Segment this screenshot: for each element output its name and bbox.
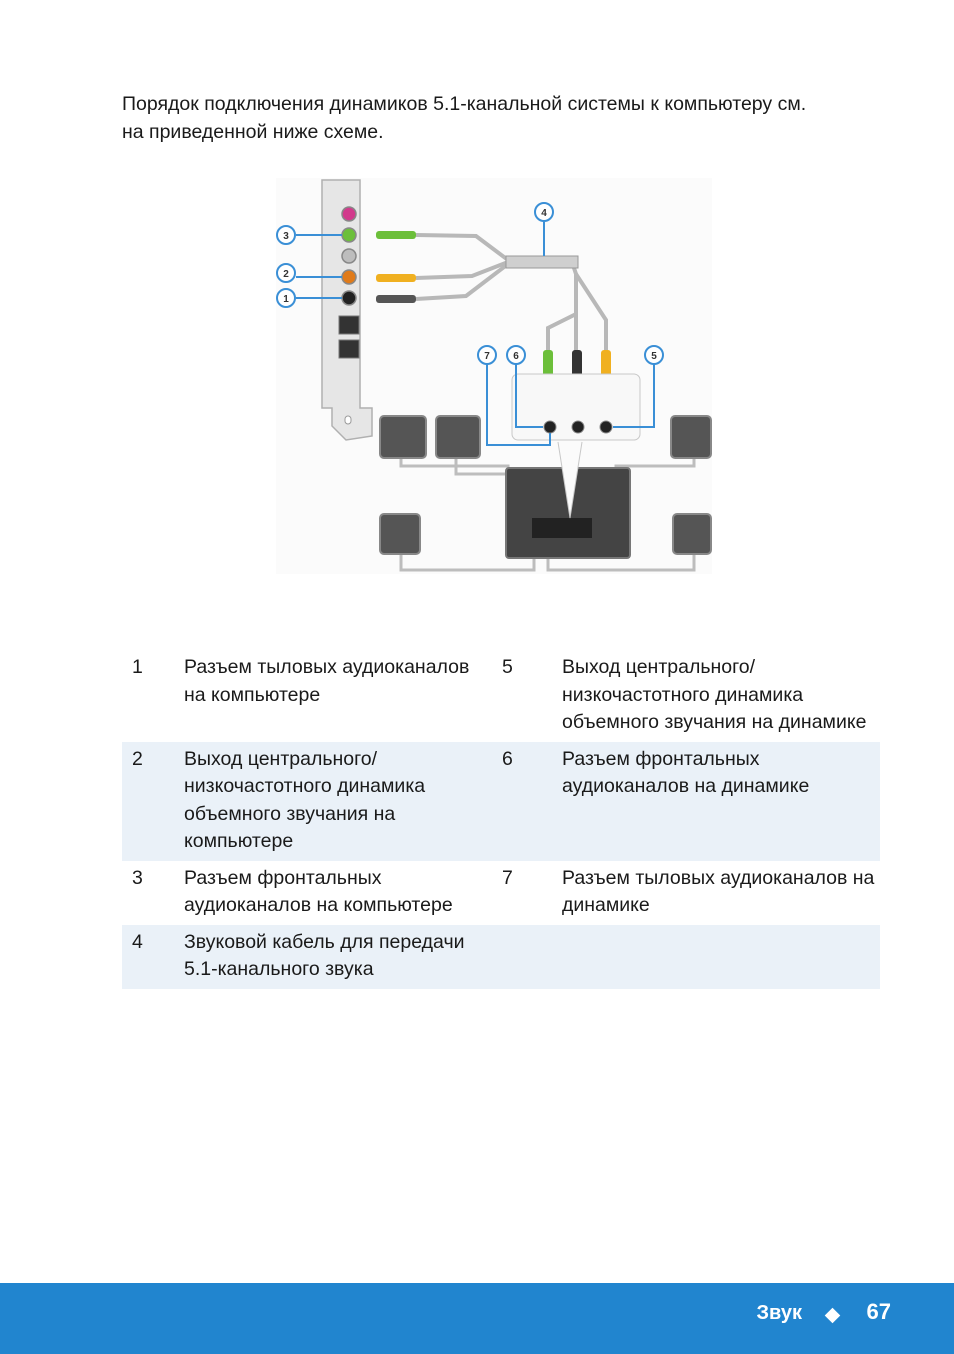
card-plugs: [376, 231, 416, 303]
callout-1-label: 1: [283, 294, 289, 305]
callout-leaders: [296, 222, 655, 446]
legend-number: 1: [132, 656, 143, 678]
intro-line-2: на приведенной ниже схеме.: [122, 121, 384, 143]
legend-number: 3: [132, 866, 143, 889]
legend-row: 4 Звуковой кабель для передачи 5.1-канал…: [122, 924, 880, 989]
intro-line-1: Порядок подключения динамиков 5.1-каналь…: [122, 93, 807, 115]
sound-card-bracket: [321, 179, 373, 441]
legend-description: Разъем фронтальных аудиоканалов на динам…: [562, 741, 880, 861]
callout-5-badge: [644, 345, 664, 365]
section-title: Звук: [756, 1302, 802, 1324]
legend-number: 4: [122, 924, 184, 989]
callout-5-label: 5: [651, 351, 657, 362]
legend-description: Выход центрального/ низкочастотного дина…: [184, 741, 502, 861]
callout-7-label: 7: [484, 351, 490, 362]
connection-diagram: 3 2 1 4 5 6 7: [276, 178, 712, 574]
legend-number: [502, 924, 562, 989]
diamond-icon: [824, 1307, 841, 1324]
legend-row: 1 Разъем тыловых аудиоканалов на компьют…: [122, 650, 880, 742]
callout-6-badge: [506, 345, 526, 365]
legend-number: 6: [502, 741, 562, 861]
callout-1-badge: [276, 288, 296, 308]
legend-description: [562, 924, 880, 989]
callout-4-badge: [534, 202, 554, 222]
callout-markers: 3 2 1 4 5 6 7: [276, 202, 664, 365]
callout-3-label: 3: [283, 231, 289, 242]
legend-row: 3 Разъем фронтальных аудиоканалов на ком…: [122, 861, 880, 925]
callout-2-label: 2: [283, 269, 289, 280]
audio-cable: [415, 233, 608, 354]
legend-description: Разъем тыловых аудиоканалов на компьютер…: [184, 656, 470, 706]
callout-3-badge: [276, 225, 296, 245]
page-number: 67: [866, 1299, 891, 1324]
legend-number: 2: [122, 741, 184, 861]
legend-description: Выход центрального/ низкочастотного дина…: [562, 656, 867, 733]
legend-description: Звуковой кабель для передачи 5.1-канальн…: [184, 924, 502, 989]
legend-row: 2 Выход центрального/ низкочастотного ди…: [122, 741, 880, 861]
legend-table: 1 Разъем тыловых аудиоканалов на компьют…: [122, 650, 880, 989]
legend-number: 5: [502, 656, 513, 678]
legend-description: Разъем тыловых аудиоканалов на динамике: [562, 866, 875, 917]
callout-4-label: 4: [541, 208, 547, 219]
callout-2-badge: [276, 263, 296, 283]
legend-number: 7: [502, 866, 513, 889]
speakers: [379, 415, 712, 555]
legend-description: Разъем фронтальных аудиоканалов на компь…: [184, 866, 453, 917]
intro-text: Порядок подключения динамиков 5.1-каналь…: [122, 90, 882, 146]
callout-6-label: 6: [513, 351, 519, 362]
page-footer: Звук 67: [0, 1283, 954, 1354]
callout-7-badge: [477, 345, 497, 365]
